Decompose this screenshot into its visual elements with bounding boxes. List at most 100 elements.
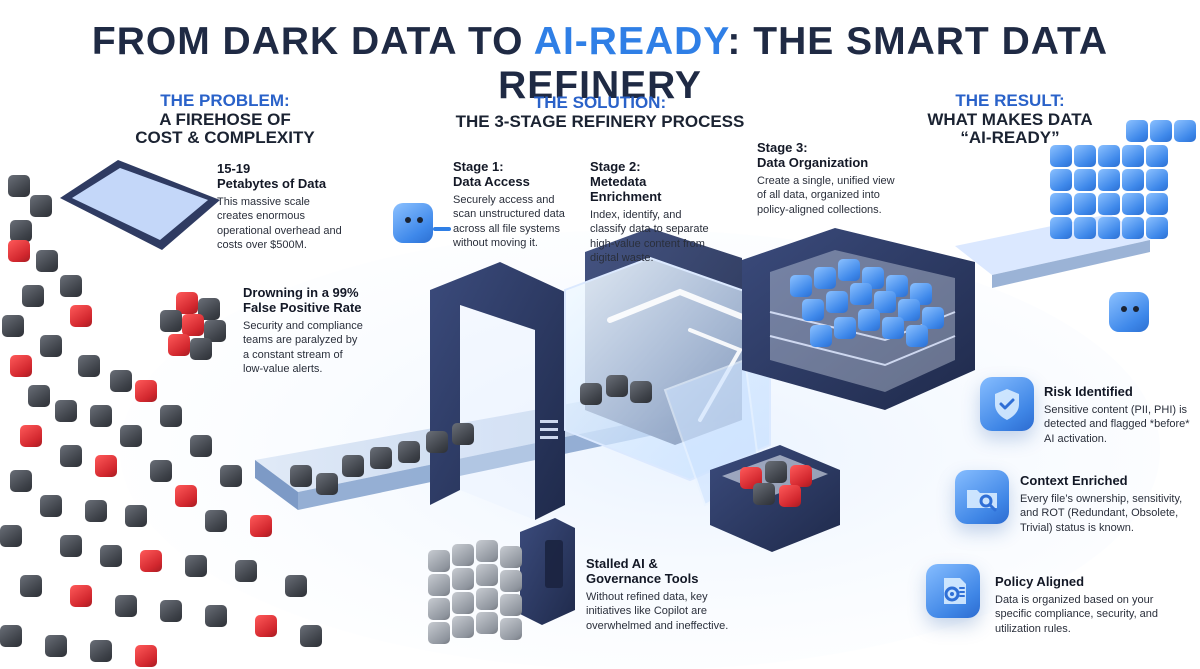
red-cube bbox=[10, 355, 32, 377]
red-cube bbox=[790, 465, 812, 487]
red-cube bbox=[135, 380, 157, 402]
dark-cube bbox=[452, 423, 474, 445]
blue-cube bbox=[874, 291, 896, 313]
dark-cube bbox=[160, 310, 182, 332]
dark-cube bbox=[753, 483, 775, 505]
dark-cube bbox=[78, 355, 100, 377]
red-cube bbox=[779, 485, 801, 507]
title-part-1: FROM DARK DATA TO bbox=[91, 20, 534, 63]
title-part-2: : THE SMART DATA REFINERY bbox=[498, 20, 1109, 107]
stalled-text: Stalled AI & Governance Tools Without re… bbox=[586, 556, 736, 633]
dark-cube bbox=[0, 525, 22, 547]
stage-3-body: Create a single, unified view of all dat… bbox=[757, 174, 895, 216]
dark-cube bbox=[300, 625, 322, 647]
dark-cube bbox=[110, 370, 132, 392]
title-accent: AI-READY bbox=[533, 20, 728, 63]
dark-cube bbox=[220, 465, 242, 487]
stalled-body: Without refined data, key initiatives li… bbox=[586, 590, 729, 632]
blue-cube bbox=[802, 299, 824, 321]
red-cube bbox=[8, 240, 30, 262]
result-title: Context Enriched bbox=[1020, 473, 1128, 488]
dark-cube bbox=[316, 473, 338, 495]
solution-header: THE SOLUTION: THE 3-STAGE REFINERY PROCE… bbox=[440, 93, 760, 131]
stage-1-text: Stage 1: Data Access Securely access and… bbox=[453, 159, 573, 251]
dark-cube bbox=[765, 461, 787, 483]
dark-cube bbox=[0, 625, 22, 647]
dark-cube bbox=[60, 445, 82, 467]
problem-header: THE PROBLEM: A FIREHOSE OF COST & COMPLE… bbox=[110, 91, 340, 148]
blue-cube bbox=[1146, 145, 1168, 167]
red-cube bbox=[182, 314, 204, 336]
stage-3-title: Data Organization bbox=[757, 154, 869, 170]
result-main-line-1: WHAT MAKES DATA bbox=[927, 109, 1093, 129]
dark-cube bbox=[342, 455, 364, 477]
solution-kicker: THE SOLUTION: bbox=[533, 93, 667, 112]
blue-cube bbox=[790, 275, 812, 297]
dark-cube bbox=[606, 375, 628, 397]
stalled-cube-stack bbox=[418, 540, 538, 660]
problem-main-line-1: A FIREHOSE OF bbox=[159, 109, 291, 129]
gray-cube bbox=[476, 588, 498, 610]
blue-cube bbox=[814, 267, 836, 289]
gray-cube bbox=[428, 574, 450, 596]
dark-cube bbox=[125, 505, 147, 527]
problem-item-title-2: False Positive Rate bbox=[243, 299, 362, 315]
dark-cube bbox=[20, 575, 42, 597]
dark-cube bbox=[115, 595, 137, 617]
stage-3-text: Stage 3: Data Organization Create a sing… bbox=[757, 140, 897, 217]
dark-cube bbox=[90, 405, 112, 427]
dark-cube bbox=[55, 400, 77, 422]
blue-cube bbox=[1150, 120, 1172, 142]
blue-cube bbox=[1050, 217, 1072, 239]
dark-cube bbox=[120, 425, 142, 447]
dark-cube bbox=[285, 575, 307, 597]
red-cube bbox=[140, 550, 162, 572]
dark-cube bbox=[90, 640, 112, 662]
dark-cube bbox=[10, 220, 32, 242]
gray-cube bbox=[476, 540, 498, 562]
shield-check-icon-svg bbox=[995, 389, 1019, 420]
blue-cube bbox=[1174, 120, 1196, 142]
gray-cube bbox=[476, 564, 498, 586]
dark-cube bbox=[630, 381, 652, 403]
gray-cube bbox=[452, 592, 474, 614]
gray-cube bbox=[452, 544, 474, 566]
blue-cube bbox=[1122, 217, 1144, 239]
dark-cube bbox=[22, 285, 44, 307]
dark-cube bbox=[150, 460, 172, 482]
blue-cube bbox=[1074, 169, 1096, 191]
gray-cube bbox=[500, 570, 522, 592]
dark-cube bbox=[40, 335, 62, 357]
problem-kicker: THE PROBLEM: bbox=[160, 91, 290, 110]
problem-item-body: This massive scale creates enormous oper… bbox=[217, 195, 342, 252]
blue-cube bbox=[1050, 169, 1072, 191]
dark-cube bbox=[190, 338, 212, 360]
stage-1-title: Data Access bbox=[453, 173, 530, 189]
dark-cube bbox=[290, 465, 312, 487]
blue-cube bbox=[1074, 217, 1096, 239]
result-mascot-eye-left bbox=[1121, 306, 1127, 312]
result-header: THE RESULT: WHAT MAKES DATA “AI-READY” bbox=[890, 91, 1130, 148]
red-cube bbox=[95, 455, 117, 477]
dark-cube bbox=[30, 195, 52, 217]
gray-cube bbox=[500, 546, 522, 568]
result-body: Data is organized based on your specific… bbox=[995, 593, 1159, 635]
result-risk-identified: Risk Identified Sensitive content (PII, … bbox=[1044, 384, 1194, 446]
result-main-line-2: “AI-READY” bbox=[960, 128, 1060, 148]
gear-document-icon-svg bbox=[944, 578, 966, 604]
red-cube bbox=[70, 585, 92, 607]
dark-cube bbox=[160, 405, 182, 427]
blue-cube bbox=[1122, 169, 1144, 191]
dark-cube bbox=[190, 435, 212, 457]
dark-cube bbox=[205, 605, 227, 627]
dark-cube bbox=[28, 385, 50, 407]
problem-item-body: Security and compliance teams are paraly… bbox=[243, 319, 363, 376]
blue-cube bbox=[810, 325, 832, 347]
gray-cube bbox=[452, 616, 474, 638]
dark-cube bbox=[100, 545, 122, 567]
dark-cube bbox=[185, 555, 207, 577]
blue-cube bbox=[898, 299, 920, 321]
blue-cube bbox=[1146, 217, 1168, 239]
result-context-enriched: Context Enriched Every file’s ownership,… bbox=[1020, 473, 1190, 535]
